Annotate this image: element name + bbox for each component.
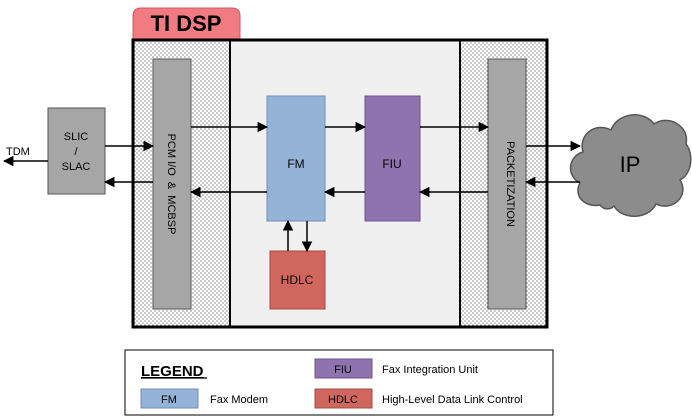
ip-label: IP — [620, 152, 641, 177]
legend-swatch-hdlc — [314, 388, 373, 409]
slac-label: SLAC — [62, 161, 91, 173]
legend-item-fiu: FIU Fax Integration Unit — [314, 358, 478, 379]
legend: LEGEND FM Fax Modem FIU Fax Integration … — [124, 349, 554, 416]
packetization-block: PACKETIZATION — [487, 58, 527, 310]
legend-swatch-fm — [140, 388, 199, 409]
dsp-title: TI DSP — [151, 11, 222, 36]
packetization-label: PACKETIZATION — [504, 141, 516, 227]
legend-abbr-hdlc: HDLC — [328, 394, 358, 406]
legend-abbr-fiu: FIU — [334, 364, 352, 376]
slic-slac-block: SLIC / SLAC — [47, 107, 106, 195]
fm-label: FM — [287, 157, 304, 171]
pcm-mcbsp-label: PCM I/O & MCBSP — [165, 134, 177, 235]
ip-cloud: IP — [569, 114, 692, 217]
fiu-label: FIU — [382, 157, 401, 171]
dsp-title-tab: TI DSP — [132, 7, 241, 41]
dsp-container — [131, 38, 549, 329]
legend-desc-hdlc: High-Level Data Link Control — [382, 394, 523, 406]
fiu-block: FIU — [364, 95, 421, 222]
pcm-mcbsp-block: PCM I/O & MCBSP — [152, 58, 192, 310]
hdlc-label: HDLC — [281, 273, 314, 287]
legend-item-fm: FM Fax Modem — [140, 388, 268, 409]
fm-block: FM — [266, 95, 326, 222]
slic-separator: / — [74, 146, 78, 158]
slic-label: SLIC — [64, 131, 89, 143]
tdm-endpoint: TDM — [2, 146, 48, 167]
legend-desc-fm: Fax Modem — [210, 394, 268, 406]
signal-arrows — [103, 121, 582, 253]
legend-abbr-fm: FM — [161, 394, 177, 406]
legend-swatch-fiu — [314, 358, 373, 379]
tdm-label: TDM — [6, 146, 30, 158]
hdlc-block: HDLC — [269, 250, 326, 310]
legend-item-hdlc: HDLC High-Level Data Link Control — [314, 388, 523, 409]
legend-desc-fiu: Fax Integration Unit — [382, 364, 478, 376]
legend-title: LEGEND — [141, 363, 204, 380]
